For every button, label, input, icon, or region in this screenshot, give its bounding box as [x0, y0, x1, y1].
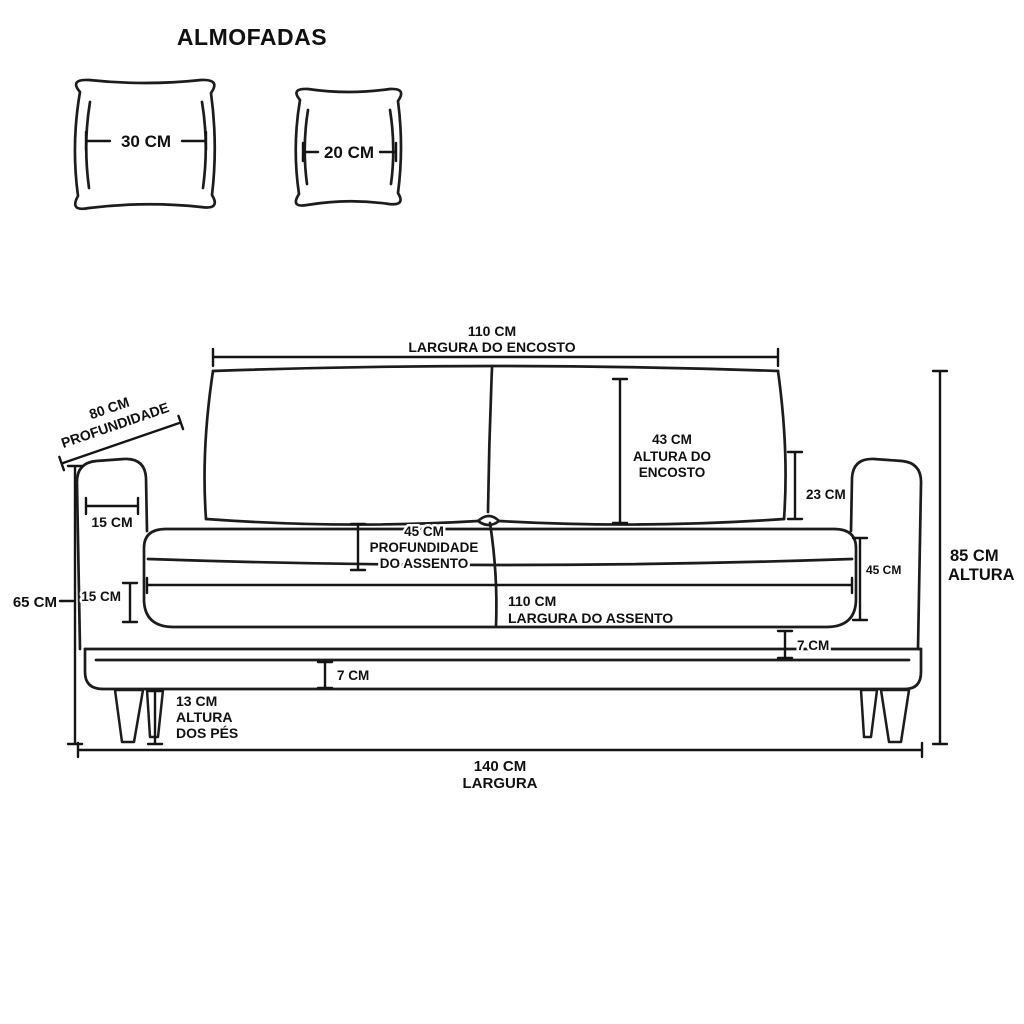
- sofa-leg-front-right: [879, 688, 911, 744]
- backrest-left-edge: [203, 369, 215, 521]
- dim-seat-to-base-gap-value: 7 CM: [797, 638, 829, 653]
- dim-backrest-width-label: LARGURA DO ENCOSTO: [408, 339, 575, 355]
- pillow-large-dim-line: [84, 130, 208, 152]
- dim-base-height-value: 7 CM: [337, 668, 369, 683]
- dim-seat-depth-line: [349, 522, 367, 572]
- sofa-leg-back-right: [859, 688, 879, 739]
- pillow-large-outline: [73, 78, 217, 211]
- backrest-top-edge: [211, 364, 780, 373]
- dim-seat-height-value: 45 CM: [866, 563, 901, 577]
- dim-seat-width-label: LARGURA DO ASSENTO: [508, 610, 673, 626]
- dim-backrest-height-value: 43 CM: [652, 432, 692, 447]
- dim-seat-width-line: [145, 576, 854, 595]
- dim-backrest-height-label2: ENCOSTO: [639, 465, 706, 480]
- seat-outline: [142, 527, 858, 629]
- backrest-right-cushion-bottom: [497, 517, 786, 526]
- dim-total-width-label: LARGURA: [463, 775, 538, 792]
- dim-total-width-line: [76, 741, 924, 759]
- pillow-small-seam-right: [388, 108, 395, 186]
- pillow-small-seam-left: [303, 108, 310, 186]
- base-outline: [83, 647, 923, 691]
- seat-roll-line: [146, 557, 854, 567]
- sofa-leg-front-left: [113, 688, 145, 744]
- dim-total-height-line: [931, 369, 949, 746]
- dim-seat-width-value: 110 CM: [508, 593, 556, 609]
- pillows-title: ALMOFADAS: [177, 24, 327, 50]
- dim-backrest-width-value: 110 CM: [468, 323, 516, 339]
- dim-side-height-value: 65 CM: [13, 594, 57, 611]
- dim-armrest-above-seat-value: 23 CM: [806, 487, 846, 502]
- seat-center-seam: [488, 521, 498, 628]
- dim-backrest-height-label1: ALTURA DO: [633, 449, 711, 464]
- backrest-center-seam: [486, 366, 494, 514]
- pillow-small-outline: [294, 87, 403, 207]
- dim-armrest-above-seat-line: [786, 450, 804, 521]
- dim-seat-front-height-line: [121, 581, 139, 624]
- dim-side-height-line: [66, 464, 84, 746]
- dimension-labels: 110 CM LARGURA DO ENCOSTO 15 CM 65 CM 15…: [13, 323, 1015, 792]
- dim-feet-height-label2: DOS PÉS: [176, 725, 238, 741]
- dim-feet-height-label1: ALTURA: [176, 709, 233, 725]
- backrest-center-pinch: [476, 514, 501, 527]
- pillow-large-width-label: 30 CM: [121, 132, 171, 151]
- dim-total-height-value: 85 CM: [950, 547, 999, 565]
- backrest-left-cushion-bottom: [204, 517, 480, 526]
- dim-feet-height-value: 13 CM: [176, 693, 217, 709]
- dim-backrest-width-line: [211, 347, 780, 368]
- dim-armrest-width-line: [84, 496, 140, 516]
- dim-seat-depth-label1: PROFUNDIDADE: [370, 540, 479, 555]
- armrest-right-outline: [849, 457, 923, 651]
- armrest-left-outline: [75, 457, 149, 651]
- dim-total-width-value: 140 CM: [474, 758, 527, 775]
- sofa-drawing: [75, 364, 923, 744]
- dim-seat-to-base-gap-line: [776, 629, 794, 660]
- dim-depth-line: [58, 414, 185, 472]
- dim-armrest-width-value: 15 CM: [91, 514, 132, 530]
- pillow-small-dim-line: [301, 141, 398, 163]
- dim-total-height-label: ALTURA: [948, 566, 1015, 584]
- dim-backrest-height-line: [611, 377, 629, 525]
- dim-seat-front-height-value: 15 CM: [81, 589, 121, 604]
- backrest-right-edge: [776, 369, 787, 521]
- dim-seat-height-line: [851, 536, 869, 622]
- dim-seat-depth-value: 45 CM: [404, 524, 444, 539]
- dim-base-height-line: [316, 660, 334, 690]
- pillows-section: ALMOFADAS 30 CM 20 CM: [73, 24, 403, 211]
- dim-seat-depth-label2: DO ASSENTO: [380, 556, 469, 571]
- pillow-small-width-label: 20 CM: [324, 143, 374, 162]
- dim-feet-height-line: [146, 689, 164, 746]
